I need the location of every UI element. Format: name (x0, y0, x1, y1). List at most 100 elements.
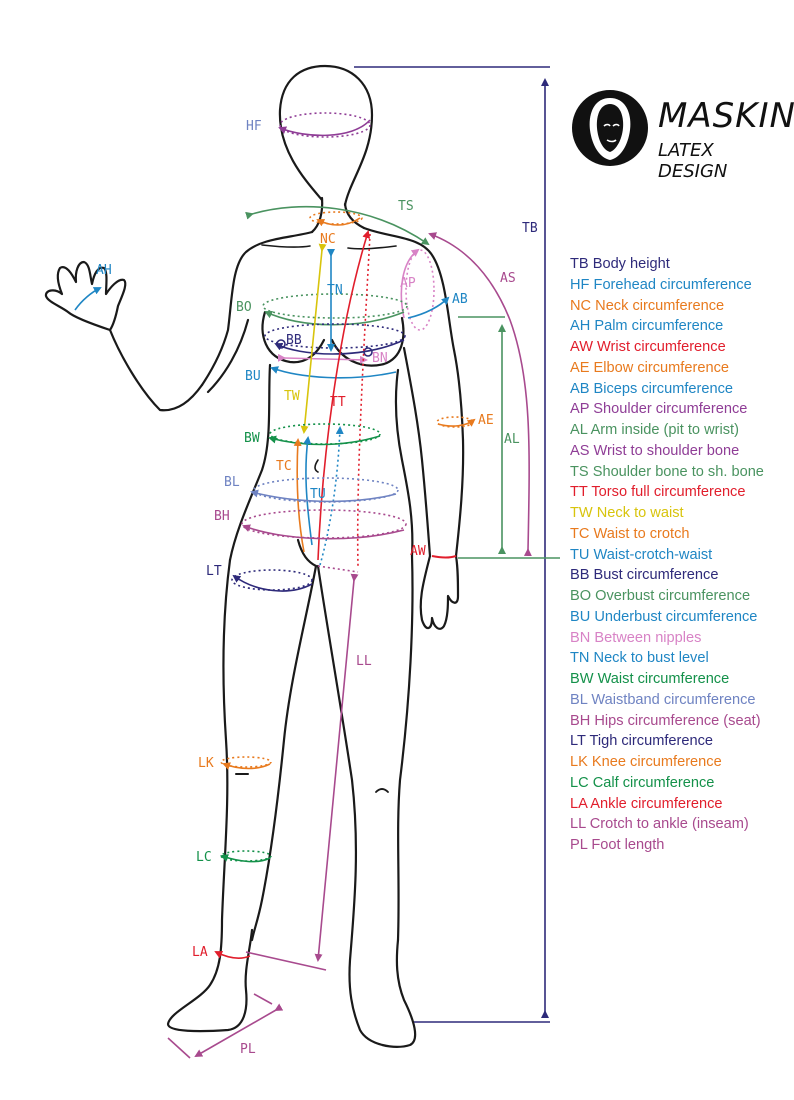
legend-code: AE (570, 359, 590, 376)
legend-text: Knee circumference (591, 754, 722, 770)
legend-text: Biceps circumference (593, 380, 734, 397)
legend-text: Wrist to shoulder bone (593, 442, 740, 459)
legend-item-tb: TB Body height (570, 254, 794, 275)
legend-text: Body height (592, 256, 670, 272)
legend-code: BH (570, 712, 591, 729)
legend-item-bu: BU Underbust circumference (570, 607, 794, 628)
label-ab: AB (452, 292, 468, 307)
legend-code: BL (570, 691, 588, 708)
legend-code: TN (570, 650, 590, 667)
legend-code: LA (570, 795, 588, 812)
legend-code: LL (570, 816, 586, 833)
label-ap: AP (400, 276, 416, 291)
label-pl: PL (240, 1042, 256, 1057)
legend-item-ah: AH Palm circumference (570, 316, 794, 337)
legend-code: LK (570, 754, 588, 770)
tt-arrow (317, 230, 371, 561)
label-tw: TW (284, 389, 300, 404)
label-aw: AW (410, 544, 426, 559)
lk-arrow (222, 762, 271, 770)
legend-text: Between nipples (594, 629, 702, 646)
legend-code: LC (570, 774, 589, 791)
ll-bottom-line (245, 951, 327, 971)
legend-code: NC (570, 297, 592, 314)
legend-item-lt: LT Tigh circumference (570, 731, 794, 752)
legend-item-al: AL Arm inside (pit to wrist) (570, 420, 794, 441)
legend-text: Neck circumference (595, 297, 725, 314)
legend-item-nc: NC Neck circumference (570, 296, 794, 317)
legend-text: Neck to waist (596, 505, 684, 521)
left-arm-outer (108, 328, 204, 412)
legend-code: BN (570, 629, 591, 646)
hf-dotted-ring (279, 112, 371, 138)
legend-item-tn: TN Neck to bust level (570, 648, 794, 669)
legend-item-lc: LC Calf circumference (570, 773, 794, 794)
hf-arrow (278, 119, 371, 137)
bw-arrow (268, 435, 381, 446)
legend-item-la: LA Ankle circumference (570, 794, 794, 815)
legend-text: Elbow circumference (593, 359, 729, 376)
legend-item-aw: AW Wrist circumference (570, 337, 794, 358)
label-tc: TC (276, 459, 292, 474)
label-tu: TU (310, 487, 326, 502)
legend-code: AB (570, 380, 590, 397)
label-lc: LC (196, 850, 212, 865)
left-hand (44, 260, 127, 332)
nc-dotted-ring (309, 211, 363, 225)
legend-code: BO (570, 588, 592, 604)
legend-item-hf: HF Forehead circumference (570, 275, 794, 296)
ah-arrow (74, 287, 102, 311)
legend-text: Bust circumference (593, 567, 719, 584)
legend-code: AS (570, 442, 590, 459)
left-leg-outer (166, 558, 254, 1033)
crotch-line (296, 538, 318, 568)
head-outline (278, 64, 374, 207)
label-bh: BH (214, 509, 230, 524)
legend-item-bw: BW Waist circumference (570, 669, 794, 690)
tc-arrow (293, 438, 305, 553)
legend-item-tw: TW Neck to waist (570, 503, 794, 524)
right-arm-inner (402, 346, 432, 558)
as-arrow (428, 232, 532, 557)
navel (314, 459, 319, 473)
legend-text: Overbust circumference (595, 588, 751, 604)
label-nc: NC (320, 232, 336, 247)
legend-code: BU (570, 608, 591, 625)
legend-item-tu: TU Waist-crotch-waist (570, 545, 794, 566)
legend-text: Neck to bust level (593, 650, 709, 667)
label-ae: AE (478, 413, 494, 428)
legend-text: Tigh circumference (589, 733, 714, 750)
bl-dotted-ring (253, 477, 399, 503)
legend-item-lk: LK Knee circumference (570, 752, 794, 773)
label-bw: BW (244, 431, 260, 446)
legend-item-as: AS Wrist to shoulder bone (570, 441, 794, 462)
legend-code: PL (570, 837, 588, 853)
label-lt: LT (206, 564, 222, 579)
legend-item-ae: AE Elbow circumference (570, 358, 794, 379)
label-hf: HF (246, 119, 262, 134)
legend-text: Underbust circumference (594, 608, 758, 625)
legend-code: TC (570, 525, 590, 542)
bn-arrow (277, 353, 368, 364)
legend-code: AL (570, 422, 588, 438)
legend-text: Waistband circumference (591, 691, 756, 708)
right-hand (419, 554, 460, 630)
legend-text: Palm circumference (594, 318, 724, 335)
legend-item-ap: AP Shoulder circumference (570, 399, 794, 420)
legend-item-bo: BO Overbust circumference (570, 586, 794, 607)
legend-code: AP (570, 401, 590, 418)
bh-arrow (242, 524, 405, 540)
legend-code: HF (570, 276, 590, 293)
ab-arrow (407, 296, 450, 319)
legend-code: TB (570, 256, 589, 272)
legend-item-tt: TT Torso full circumference (570, 482, 794, 503)
label-tn: TN (327, 283, 343, 298)
left-leg-inner (250, 564, 318, 942)
mask-face-icon (572, 90, 648, 166)
label-ll: LL (356, 654, 372, 669)
legend-code: TU (570, 546, 590, 563)
legend-text: Waist-crotch-waist (593, 546, 713, 563)
legend-text: Torso full circumference (591, 484, 746, 501)
bu-arrow (270, 366, 397, 379)
